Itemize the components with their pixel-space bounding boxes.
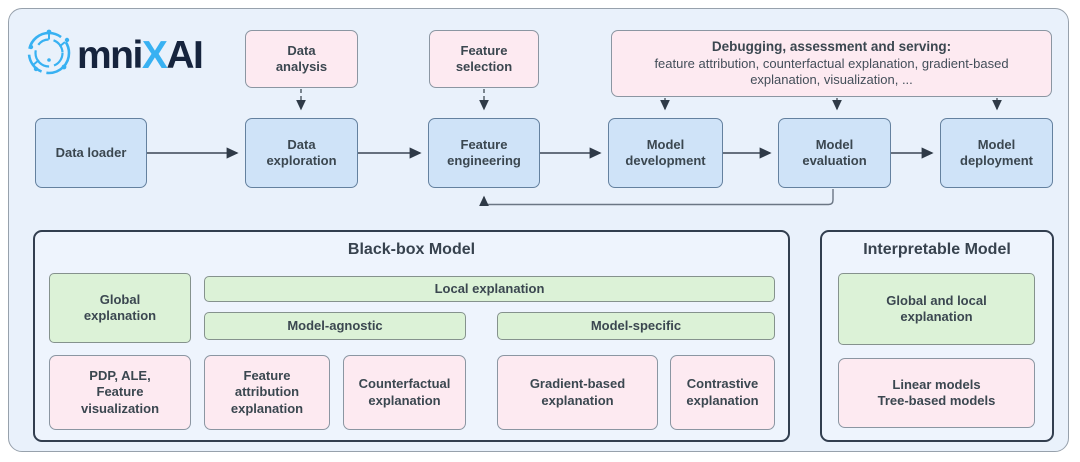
- node-local-explanation: Local explanation: [204, 276, 775, 302]
- node-pdp-ale-feature-visualization: PDP, ALE, Feature visualization: [49, 355, 191, 430]
- node-feature-selection: Feature selection: [429, 30, 539, 88]
- logo-text-x: X: [141, 33, 168, 77]
- node-feature-engineering: Feature engineering: [428, 118, 540, 188]
- node-model-evaluation: Model evaluation: [778, 118, 891, 188]
- node-linear-tree-models: Linear models Tree-based models: [838, 358, 1035, 428]
- interpretable-model-title: Interpretable Model: [863, 241, 1011, 258]
- node-gradient-based-explanation: Gradient-based explanation: [497, 355, 658, 430]
- logo-wordmark: mniXAI: [77, 33, 204, 77]
- node-debugging-assessment-serving: Debugging, assessment and serving: featu…: [611, 30, 1052, 97]
- debugging-title: Debugging, assessment and serving:: [711, 38, 952, 54]
- node-data-exploration: Data exploration: [245, 118, 358, 188]
- debugging-body: feature attribution, counterfactual expl…: [654, 55, 1009, 87]
- logo-text-mni: mni: [77, 33, 143, 77]
- omnixai-logo: mniXAI: [23, 27, 204, 84]
- node-data-loader: Data loader: [35, 118, 147, 188]
- node-model-deployment: Model deployment: [940, 118, 1053, 188]
- node-global-explanation: Global explanation: [49, 273, 191, 343]
- node-counterfactual-explanation: Counterfactual explanation: [343, 355, 466, 430]
- node-model-agnostic: Model-agnostic: [204, 312, 466, 340]
- node-global-and-local-explanation: Global and local explanation: [838, 273, 1035, 345]
- node-data-analysis: Data analysis: [245, 30, 358, 88]
- logo-text-ai: AI: [166, 33, 204, 77]
- omnixai-circuit-o-icon: [23, 27, 75, 84]
- node-model-specific: Model-specific: [497, 312, 775, 340]
- node-model-development: Model development: [608, 118, 723, 188]
- black-box-model-title: Black-box Model: [347, 241, 476, 258]
- node-feature-attribution-explanation: Feature attribution explanation: [204, 355, 330, 430]
- node-contrastive-explanation: Contrastive explanation: [670, 355, 775, 430]
